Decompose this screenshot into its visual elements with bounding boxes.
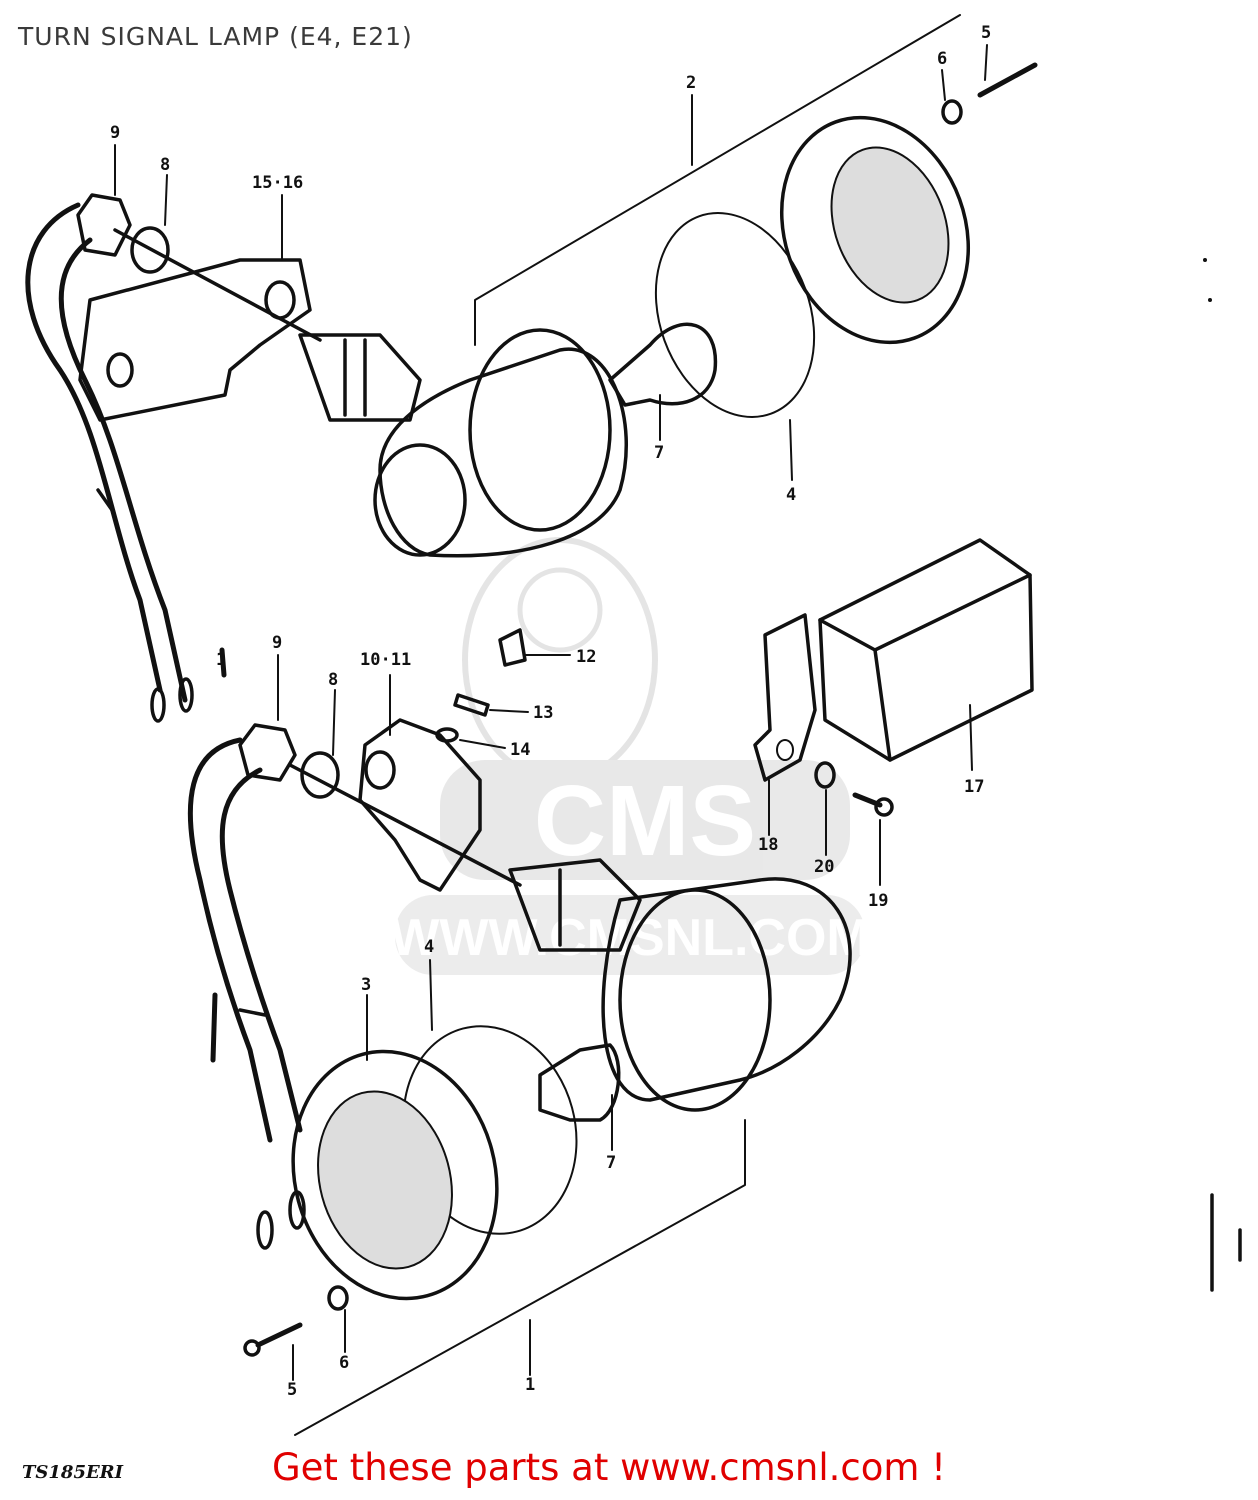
watermark-url-text: WWW.CMSNL.COM [390, 909, 869, 967]
upper-nut [76, 193, 132, 257]
callout-6-top: 6 [937, 49, 947, 69]
upper-washer-6 [941, 99, 963, 125]
callout-7-top: 7 [654, 443, 664, 463]
promo-link-text[interactable]: Get these parts at www.cmsnl.com ! [272, 1446, 947, 1489]
callout-8-bottom: 8 [328, 670, 338, 690]
callout-17: 17 [964, 777, 984, 797]
callout-15-16: 15·16 [252, 173, 303, 193]
upper-bulb-7 [608, 322, 718, 407]
callout-1-bottom: 1 [525, 1375, 535, 1395]
callout-9-top: 9 [110, 123, 120, 143]
relay-washer-20 [814, 761, 836, 789]
upper-bracket-15-16 [78, 258, 312, 422]
lower-housing [601, 877, 852, 1102]
callout-2: 2 [686, 73, 696, 93]
lower-nut [238, 723, 297, 782]
callout-4-top: 4 [786, 485, 796, 505]
lower-socket [508, 858, 642, 952]
turn-signal-relay-17 [818, 538, 1034, 762]
diagram-reference-code: TS185ERI [22, 1462, 124, 1483]
callout-7-bottom: 7 [606, 1153, 616, 1173]
callout-1-top: 1 [216, 650, 226, 670]
callout-13: 13 [533, 703, 553, 723]
relay-assembly [753, 538, 1034, 886]
leader-box-lower [294, 1119, 746, 1436]
callout-18: 18 [758, 835, 778, 855]
lower-lamp-assembly [187, 654, 852, 1436]
callout-5-bottom: 5 [287, 1380, 297, 1400]
lower-lens-3 [291, 1049, 499, 1301]
upper-terminal-1 [150, 687, 166, 723]
callout-5-top: 5 [981, 23, 991, 43]
watermark-logo-text: CMS [534, 765, 756, 877]
callout-6-bottom: 6 [339, 1353, 349, 1373]
callout-4-bottom: 4 [424, 937, 434, 957]
callout-14: 14 [510, 740, 530, 760]
upper-wire-outer [25, 202, 163, 693]
part-12 [498, 628, 527, 667]
lower-screw-5 [255, 1322, 303, 1348]
callout-19: 19 [868, 891, 888, 911]
upper-lamp-assembly [25, 14, 1038, 723]
upper-screw-5 [977, 62, 1038, 98]
upper-wire-inner [58, 237, 188, 703]
upper-housing [378, 347, 628, 558]
upper-lens-2 [779, 115, 971, 345]
lower-wire-outer [187, 737, 273, 1143]
callout-20: 20 [814, 857, 834, 877]
upper-washer [130, 226, 170, 274]
page-title: TURN SIGNAL LAMP (E4, E21) [18, 22, 413, 51]
lower-bulb-7 [538, 1043, 621, 1122]
callout-10-11: 10·11 [360, 650, 411, 670]
leader-box-upper [474, 14, 961, 346]
callout-3: 3 [361, 975, 371, 995]
part-13 [453, 693, 490, 717]
lower-washer [300, 751, 340, 799]
cms-watermark: CMS WWW.CMSNL.COM [390, 537, 870, 975]
lower-wire-inner [219, 767, 303, 1133]
callout-9-bottom: 9 [272, 633, 282, 653]
lower-washer-6 [327, 1285, 349, 1311]
lower-bracket-10-11 [358, 718, 482, 892]
lower-terminal-1 [256, 1210, 274, 1250]
callout-12: 12 [576, 647, 596, 667]
upper-socket [298, 333, 422, 422]
callout-labels: 9 8 15·16 2 6 5 7 4 1 9 8 10·11 12 13 14… [110, 23, 991, 1400]
callout-8-top: 8 [160, 155, 170, 175]
upper-terminal-2 [178, 677, 194, 713]
relay-bracket-18 [753, 613, 817, 782]
